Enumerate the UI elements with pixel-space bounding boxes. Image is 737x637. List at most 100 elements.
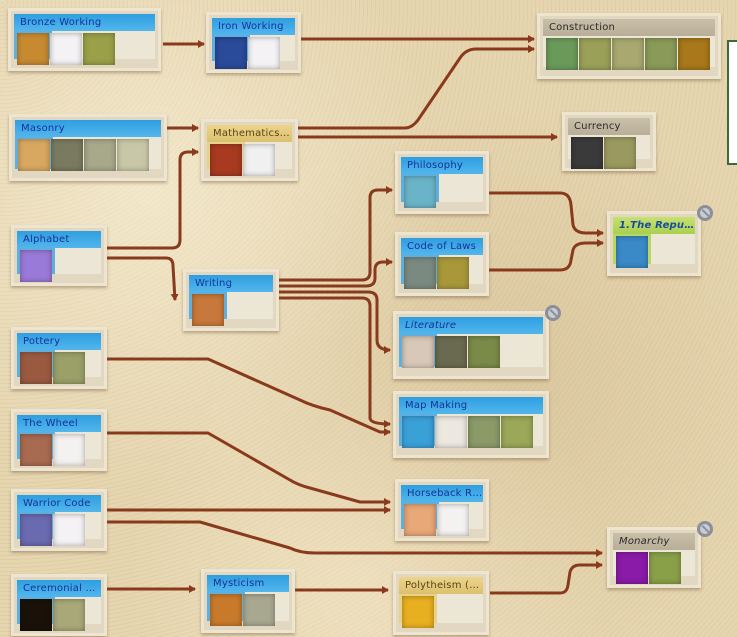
tech-name: The Wheel	[17, 415, 101, 432]
great-wall-icon[interactable]	[645, 38, 677, 70]
great-lighthouse-icon[interactable]	[501, 416, 533, 448]
coins-icon[interactable]	[571, 137, 603, 169]
polytheism-icon[interactable]	[402, 596, 434, 628]
tech-card-warriorcode[interactable]: Warrior Code	[11, 489, 107, 551]
mace-icon[interactable]	[20, 514, 52, 546]
tech-unlocks	[401, 174, 483, 208]
arrow-wheel-to-horseback	[106, 431, 391, 506]
tech-unlocks	[17, 350, 101, 384]
crown-icon[interactable]	[616, 552, 648, 584]
horse-archer-unit-icon[interactable]	[437, 504, 469, 536]
tech-unlocks	[401, 502, 483, 536]
tech-card-mapmaking[interactable]: Map Making	[393, 391, 549, 458]
tech-card-bronze[interactable]: Bronze Working	[8, 8, 161, 71]
bridge-icon[interactable]	[579, 38, 611, 70]
arrow-warriorcode-to-monarchy	[106, 520, 603, 557]
wheel-icon[interactable]	[20, 434, 52, 466]
tech-unlocks	[17, 512, 101, 546]
tech-unlocks	[543, 36, 715, 70]
pyramids-icon[interactable]	[117, 139, 149, 171]
masonry-icon[interactable]	[18, 139, 50, 171]
great-library-building-icon[interactable]	[435, 336, 467, 368]
arrow-codeoflaws-to-republic	[488, 239, 604, 272]
tech-name: Map Making	[399, 397, 543, 414]
monument-icon[interactable]	[53, 599, 85, 631]
construction-icon[interactable]	[546, 38, 578, 70]
arrow-mathematics-to-construction	[297, 45, 535, 130]
swordsman-unit-icon[interactable]	[248, 37, 280, 69]
tech-card-republic[interactable]: 1.The Republi...	[607, 211, 701, 276]
tech-card-iron[interactable]: Iron Working	[206, 12, 301, 73]
columns-icon[interactable]	[404, 176, 436, 208]
tech-name: Bronze Working	[14, 14, 155, 31]
granary-icon[interactable]	[53, 352, 85, 384]
tech-card-literature[interactable]: Literature	[393, 311, 549, 379]
walls-icon[interactable]	[51, 139, 83, 171]
courthouse-icon[interactable]	[437, 257, 469, 289]
tech-unlocks	[613, 234, 695, 268]
stonehenge-icon[interactable]	[210, 594, 242, 626]
tech-unlocks	[17, 248, 101, 282]
tech-card-monarchy[interactable]: Monarchy	[607, 527, 701, 588]
tech-card-mathematics[interactable]: Mathematics (5...	[201, 119, 298, 181]
tech-name: Masonry	[15, 120, 161, 137]
great-library-icon[interactable]	[84, 139, 116, 171]
ankh-icon[interactable]	[20, 599, 52, 631]
trireme-unit-icon[interactable]	[435, 416, 467, 448]
pot-icon[interactable]	[20, 352, 52, 384]
tech-unlocks	[207, 142, 292, 176]
no-entry-icon	[545, 305, 561, 321]
market-icon[interactable]	[604, 137, 636, 169]
iron-sword-icon[interactable]	[215, 37, 247, 69]
tech-unlocks	[207, 592, 289, 626]
arrow-pottery-to-mapmaking	[106, 357, 391, 436]
tech-card-codeoflaws[interactable]: Code of Laws	[395, 232, 489, 296]
tech-unlocks	[212, 35, 295, 69]
tech-card-alphabet[interactable]: Alphabet	[11, 225, 107, 286]
tech-card-currency[interactable]: Currency	[562, 112, 656, 171]
horse-icon[interactable]	[404, 504, 436, 536]
arrow-polytheism-to-monarchy	[490, 561, 603, 595]
colosseum-icon[interactable]	[612, 38, 644, 70]
tech-card-pottery[interactable]: Pottery	[11, 327, 107, 389]
arrow-philosophy-to-republic	[488, 191, 604, 237]
tech-card-horseback[interactable]: Horseback Ridin...	[395, 479, 489, 541]
axeman-unit-icon[interactable]	[50, 33, 82, 65]
scroll-icon[interactable]	[192, 294, 224, 326]
tech-card-philosophy[interactable]: Philosophy	[395, 151, 489, 214]
tech-card-masonry[interactable]: Masonry	[9, 114, 167, 181]
tech-name: Iron Working	[212, 18, 295, 35]
heroic-epic-icon[interactable]	[468, 336, 500, 368]
chariot-unit-icon[interactable]	[53, 434, 85, 466]
tech-card-ceremonial[interactable]: Ceremonial Buri...	[11, 574, 107, 636]
archer-unit-icon[interactable]	[53, 514, 85, 546]
arrow-alphabet-to-writing	[106, 256, 179, 301]
eagle-icon[interactable]	[616, 236, 648, 268]
tech-card-polytheism[interactable]: Polytheism (8 t...	[393, 571, 489, 635]
gold-coin-icon[interactable]	[678, 38, 710, 70]
tech-card-mysticism[interactable]: Mysticism	[201, 569, 295, 633]
alphabet-icon[interactable]	[20, 250, 52, 282]
tech-unlocks	[399, 414, 543, 448]
tablets-icon[interactable]	[404, 257, 436, 289]
temple-icon[interactable]	[243, 594, 275, 626]
bronze-icon[interactable]	[17, 33, 49, 65]
world-map-icon[interactable]	[402, 416, 434, 448]
tech-unlocks	[399, 334, 543, 368]
lighthouse-icon[interactable]	[468, 416, 500, 448]
tech-card-writing[interactable]: Writing	[183, 269, 279, 331]
quill-book-icon[interactable]	[402, 336, 434, 368]
arrow-writing-to-philosophy	[278, 186, 393, 282]
arrow-alphabet-to-mathematics	[106, 148, 199, 250]
tech-unlocks	[17, 597, 101, 631]
colossus-icon[interactable]	[83, 33, 115, 65]
tech-unlocks	[401, 255, 483, 289]
catapult-unit-icon[interactable]	[243, 144, 275, 176]
tech-card-wheel[interactable]: The Wheel	[11, 409, 107, 471]
tech-name: Mathematics (5...	[207, 125, 292, 142]
hanging-gardens-icon[interactable]	[649, 552, 681, 584]
arrow-writing-to-literature	[278, 290, 391, 354]
abacus-icon[interactable]	[210, 144, 242, 176]
tech-card-construction[interactable]: Construction	[537, 13, 721, 79]
